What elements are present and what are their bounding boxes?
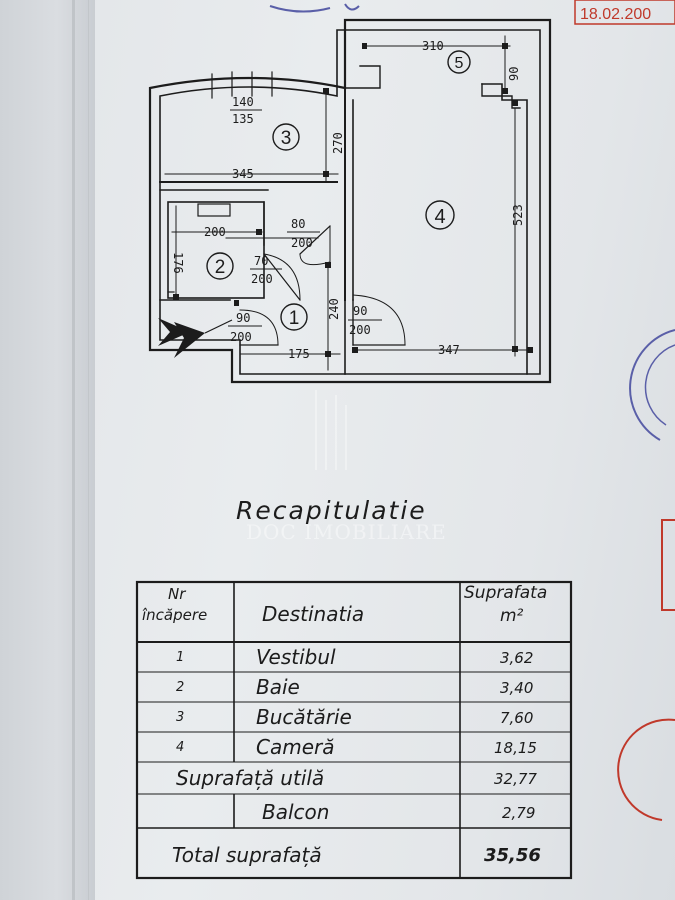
watermark-text: DOC IMOBILIARE: [246, 520, 447, 544]
header-incapere: încăpere: [142, 606, 208, 624]
dim-tick: [323, 88, 329, 94]
room-door-swing: [352, 294, 406, 346]
entrance-arrow-icon: [158, 318, 233, 358]
dim-tick: [502, 88, 508, 94]
dim-tick: [325, 351, 331, 357]
row-area: 3,62: [500, 649, 534, 667]
blue-stamp-arc: [629, 329, 675, 441]
dim-label: 90: [236, 311, 250, 325]
room-4-circle: [425, 200, 455, 230]
header-area-unit: m²: [500, 606, 524, 626]
dim-label: 345: [232, 167, 254, 181]
blue-stamp-arc-inner: [644, 344, 675, 426]
binding-fold-line: [72, 0, 75, 900]
dim-tick: [512, 100, 518, 106]
dim-tick: [323, 171, 329, 177]
useful-area-label: Suprafață utilă: [176, 766, 325, 790]
row-nr: 1: [176, 650, 185, 665]
dim-label: 70: [254, 254, 268, 268]
header-nr: Nr: [168, 585, 186, 603]
bathroom-walls: [167, 201, 265, 299]
room-1-circle: [280, 303, 308, 331]
header-area: Suprafata: [464, 583, 548, 603]
entry-door-swing: [239, 309, 279, 346]
row-nr: 3: [176, 710, 185, 725]
dim-label: 523: [511, 204, 525, 226]
row-nr: 2: [176, 680, 185, 695]
bath-fixture: [197, 203, 231, 217]
summary-table-frame: [135, 580, 573, 880]
bath-door-swing: [263, 253, 301, 301]
dim-label: 347: [438, 343, 460, 357]
dim-tick: [512, 346, 518, 352]
outer-wall-line: [148, 18, 552, 384]
dim-tick: [325, 262, 331, 268]
room-5-circle: [447, 50, 471, 74]
dim-label: 270: [331, 132, 345, 154]
red-stamp-edge: [661, 519, 675, 611]
row-name: Bucătărie: [256, 705, 352, 729]
row-area: 18,15: [494, 739, 537, 757]
row-area: 7,60: [500, 709, 534, 727]
dim-tick: [173, 294, 179, 300]
dim-tick: [256, 229, 262, 235]
dim-tick: [234, 300, 239, 306]
dim-label: 200: [291, 236, 313, 250]
room-4-number: 4: [434, 206, 445, 228]
room-3-circle: [272, 123, 300, 151]
binding-margin: [0, 0, 95, 900]
dim-tick: [362, 43, 367, 49]
dim-tick: [502, 43, 508, 49]
dim-label: 135: [232, 112, 254, 126]
watermark-logo: [315, 390, 347, 470]
dim-label: 90: [353, 304, 367, 318]
dim-label: 310: [422, 39, 444, 53]
kitchen-door-leaf: [299, 225, 331, 255]
room-2-number: 2: [215, 257, 226, 278]
row-nr: 4: [176, 740, 185, 755]
row-name: Cameră: [256, 735, 335, 759]
room-2-circle: [206, 252, 234, 280]
useful-area-value: 32,77: [494, 770, 537, 788]
dim-tick: [527, 347, 533, 353]
red-stamp-box: [574, 0, 675, 25]
room-1-number: 1: [289, 308, 300, 329]
header-destination: Destinatia: [262, 602, 365, 626]
balcony-label: Balcon: [262, 800, 330, 824]
total-area-label: Total suprafață: [172, 843, 322, 867]
dim-label: 200: [349, 323, 371, 337]
row-name: Baie: [256, 675, 300, 699]
dim-label: 176: [171, 252, 185, 274]
dim-label: 200: [230, 330, 252, 344]
dim-label: 140: [232, 95, 254, 109]
dim-tick: [352, 347, 358, 353]
dim-label: 175: [288, 347, 310, 361]
date-fragment: 18.02.200: [580, 6, 651, 23]
room-5-number: 5: [455, 55, 464, 72]
room-3-number: 3: [281, 128, 292, 149]
dim-label: 240: [327, 298, 341, 320]
total-area-value: 35,56: [484, 845, 541, 866]
binding-fold-line-2: [88, 0, 89, 900]
dim-label: 90: [507, 67, 521, 81]
balcony-left-jamb: [344, 65, 381, 89]
bath-door-leaf: [263, 253, 301, 301]
outer-wall-inner-line: [159, 29, 541, 375]
summary-title: Recapitulatie: [236, 496, 427, 525]
dim-label: 200: [204, 225, 226, 239]
row-name: Vestibul: [256, 645, 336, 669]
dim-label: 80: [291, 217, 305, 231]
balcony-value: 2,79: [502, 804, 536, 822]
handwriting-scribble: [269, 3, 360, 13]
row-area: 3,40: [500, 679, 534, 697]
balcony-separator: [481, 83, 528, 375]
red-stamp-arc: [617, 718, 675, 821]
dim-label: 200: [251, 272, 273, 286]
